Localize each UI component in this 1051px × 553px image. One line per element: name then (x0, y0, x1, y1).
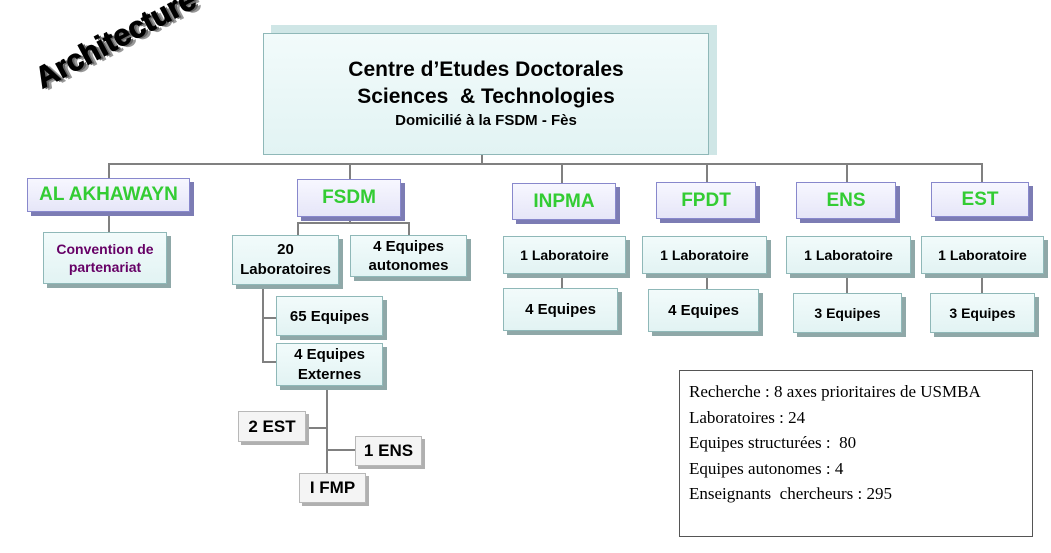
akhawayn-to-convention (108, 211, 110, 233)
externes-down (326, 385, 328, 475)
ens-v (846, 273, 848, 293)
ens-labs: 1 Laboratoire (786, 236, 911, 274)
summary-enseignants: Enseignants chercheurs : 295 (689, 484, 892, 503)
inpma-labs: 1 Laboratoire (503, 236, 626, 274)
drop-fpdt (706, 163, 708, 183)
branch-est: EST (931, 182, 1029, 217)
title-line1: Centre d’Etudes Doctorales (348, 58, 624, 81)
fsdm-labs-drop (297, 222, 299, 236)
fpdt-labs: 1 Laboratoire (642, 236, 767, 274)
externes-to-est (306, 427, 328, 429)
title-line2: Sciences & Technologies (357, 85, 615, 108)
labs-to-65 (262, 317, 278, 319)
est-v (981, 273, 983, 293)
drop-akhawayn (108, 163, 110, 179)
summary-laboratoires: Laboratoires : 24 (689, 407, 806, 427)
est-labs: 1 Laboratoire (921, 236, 1044, 274)
fsdm-autonomes: 4 Equipes autonomes (350, 235, 467, 277)
ens-equipes: 3 Equipes (793, 293, 902, 333)
summary-box: Recherche : 8 axes prioritaires de USMBA… (679, 370, 1033, 537)
labs-vertical (262, 283, 264, 363)
fpdt-v (706, 273, 708, 289)
est-equipes: 3 Equipes (930, 293, 1035, 333)
branch-inpma: INPMA (512, 183, 616, 220)
drop-inpma (561, 163, 563, 183)
branch-fpdt: FPDT (656, 182, 756, 219)
drop-fsdm (349, 163, 351, 179)
summary-equipes-autonomes: Equipes autonomes : 4 (689, 458, 844, 478)
labs-to-externes (262, 361, 278, 363)
fsdm-equipes-externes: 4 Equipes Externes (276, 343, 383, 386)
fsdm-labs: 20 Laboratoires (232, 235, 339, 285)
fsdm-bus (297, 222, 410, 224)
fsdm-est: 2 EST (238, 411, 306, 442)
fsdm-65-equipes: 65 Equipes (276, 296, 383, 336)
fsdm-down (349, 216, 351, 224)
branch-fsdm: FSDM (297, 179, 401, 217)
externes-to-ens (326, 449, 356, 451)
akhawayn-convention: Convention de partenariat (43, 232, 167, 284)
summary-recherche: Recherche : 8 axes prioritaires de USMBA (689, 382, 981, 401)
fsdm-ens: 1 ENS (355, 436, 422, 466)
inpma-equipes: 4 Equipes (503, 288, 618, 331)
inpma-v (561, 273, 563, 289)
title-line3: Domicilié à la FSDM - Fès (395, 112, 577, 129)
branch-ens: ENS (796, 182, 896, 219)
branch-akhawayn: AL AKHAWAYN (27, 178, 190, 212)
trunk-line (481, 155, 483, 164)
architecture-wordart: Architecture (30, 0, 203, 96)
drop-ens (846, 163, 848, 183)
summary-equipes-structurees: Equipes structurées : 80 (689, 433, 857, 452)
main-title-box: Centre d’Etudes Doctorales Sciences & Te… (263, 33, 709, 155)
drop-est (981, 163, 983, 183)
fsdm-auto-drop (408, 222, 410, 236)
fsdm-fmp: I FMP (299, 473, 366, 503)
top-bus-line (108, 163, 982, 165)
fpdt-equipes: 4 Equipes (648, 289, 759, 332)
